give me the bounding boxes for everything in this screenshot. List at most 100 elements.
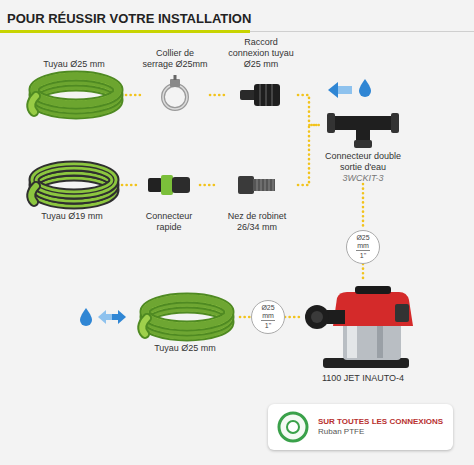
node-label: Connecteur rapide (140, 211, 198, 233)
illustration (22, 160, 122, 210)
hose-coil (24, 160, 120, 210)
tee-icon (323, 100, 403, 150)
tap-adapter: Nez de robinet 26/34 mm (216, 160, 298, 233)
node-label: 3WCKIT-3 (322, 173, 404, 184)
illustration-part (31, 166, 114, 204)
hose-connector (285, 316, 300, 319)
illustration-part (259, 84, 261, 106)
size-tag: Ø25 mm1" (251, 300, 285, 334)
hose-coil (135, 292, 235, 342)
tap-adapter-icon (234, 160, 280, 210)
node-label: 1100 JET INAUTO-4 (302, 373, 424, 384)
illustration-part (142, 298, 229, 336)
flow-arrow (112, 314, 118, 320)
illustration-part (347, 324, 357, 358)
node-label: Ø25 mm (256, 304, 280, 319)
illustration (300, 282, 426, 372)
hose-item: Tuyau Ø25 mm (130, 292, 240, 354)
illustration (138, 160, 200, 210)
water-drop (359, 79, 371, 97)
illustration-part (34, 166, 114, 194)
illustration-part (327, 113, 335, 133)
illustration-part (269, 179, 270, 191)
hose-connector (298, 95, 320, 125)
node-label: Ruban PTFE (318, 427, 443, 437)
node-label: Tuyau Ø25 mm (24, 59, 124, 70)
illustration (276, 410, 310, 444)
illustration-part (142, 318, 147, 334)
flow-arrow (328, 82, 338, 98)
illustration-part (265, 179, 266, 191)
hose-connector (298, 125, 320, 185)
quick-connector-icon (145, 160, 193, 210)
illustration-part (238, 176, 254, 194)
node-label: 1" (356, 250, 370, 260)
illustration-part (377, 324, 383, 358)
illustration-part (343, 322, 401, 360)
hose-connector (126, 94, 140, 97)
illustration-part (172, 177, 190, 193)
title-rule (250, 31, 474, 32)
illustration (216, 160, 298, 210)
illustration-part (257, 179, 273, 191)
illustration-part (265, 84, 267, 106)
illustration (22, 70, 126, 120)
illustration-part (254, 84, 280, 106)
illustration-part (305, 305, 329, 329)
illustration-part (34, 166, 114, 194)
illustration-part (145, 298, 229, 326)
illustration-part (170, 79, 180, 87)
illustration (224, 70, 298, 120)
illustration-part (261, 179, 262, 191)
hose-item: Tuyau Ø19 mm (22, 160, 122, 222)
node-label: Ø25 mm (351, 234, 375, 249)
illustration-part (145, 298, 229, 326)
illustration (130, 292, 240, 342)
water-drop (80, 308, 92, 326)
hose-connector (240, 316, 251, 319)
pump-item: 1100 JET INAUTO-4 (300, 282, 426, 384)
illustration-part (34, 76, 118, 104)
node-label: 1" (261, 320, 275, 330)
illustration-part (391, 113, 399, 133)
title-underline (0, 30, 250, 33)
illustration-part (279, 413, 307, 441)
flow-arrow (338, 86, 352, 94)
fitting-icon (236, 70, 286, 120)
pump-icon (303, 282, 423, 372)
hose-coil (24, 70, 124, 120)
tee-connector: Connecteur double sortie d'eau3WCKIT-3 (320, 100, 406, 184)
hose-item: Tuyau Ø25 mm (22, 36, 126, 120)
illustration-part (355, 286, 391, 294)
illustration-part (163, 85, 187, 109)
flow-arrow (98, 310, 106, 324)
illustration-part (240, 90, 256, 100)
illustration-part (257, 179, 258, 191)
illustration-part (34, 76, 118, 104)
illustration-part (34, 76, 118, 104)
hose-connector (200, 184, 216, 187)
node-label: Nez de robinet 26/34 mm (218, 211, 296, 233)
hose-connector (210, 94, 224, 97)
node-label: SUR TOUTES LES CONNEXIONS (318, 417, 443, 427)
illustration-part (327, 310, 345, 324)
size-tag: Ø25 mm1" (346, 230, 380, 264)
note-box: SUR TOUTES LES CONNEXIONSRuban PTFE (268, 404, 453, 450)
flow-arrow (106, 314, 112, 320)
illustration-part (31, 186, 36, 202)
node-label: Tuyau Ø25 mm (132, 343, 238, 354)
flow-arrow (118, 310, 126, 324)
illustration (320, 100, 406, 150)
illustration-part (311, 311, 323, 323)
hose-connector (122, 184, 138, 187)
fitting-item: Raccord connexion tuyau Ø25 mm (224, 36, 298, 120)
clamp-icon (155, 70, 195, 120)
illustration-part (142, 318, 147, 334)
illustration-part (354, 140, 372, 148)
illustration-part (395, 304, 409, 322)
illustration-part (174, 75, 177, 80)
node-label: Connecteur double sortie d'eau (322, 151, 404, 173)
quick-connector: Connecteur rapide (138, 160, 200, 233)
